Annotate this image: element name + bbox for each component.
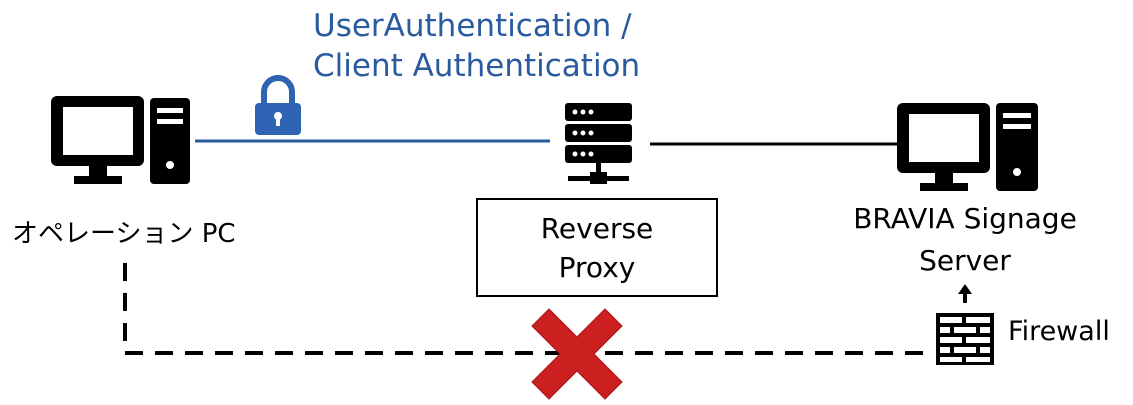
bravia-signage-server-label: BRAVIA Signage Server	[853, 202, 1077, 277]
blocked-x-icon	[531, 308, 623, 400]
server-rack-icon	[565, 103, 632, 184]
authentication-label-line2: Client Authentication	[313, 48, 641, 84]
authentication-label-line1: UserAuthentication /	[313, 8, 632, 44]
arrow-up-icon	[958, 284, 972, 303]
server-pc-icon	[897, 103, 1038, 191]
reverse-proxy-box: Reverse Proxy	[476, 198, 718, 297]
firewall-label: Firewall	[1008, 316, 1110, 347]
authentication-label: UserAuthentication / Client Authenticati…	[313, 6, 640, 86]
lock-icon	[255, 75, 301, 135]
operation-pc-icon	[51, 96, 190, 184]
reverse-proxy-label: Reverse Proxy	[540, 211, 654, 284]
firewall-icon	[936, 313, 994, 365]
operation-pc-label: オペレーション PC	[12, 219, 236, 249]
blocked-direct-path	[123, 263, 935, 355]
